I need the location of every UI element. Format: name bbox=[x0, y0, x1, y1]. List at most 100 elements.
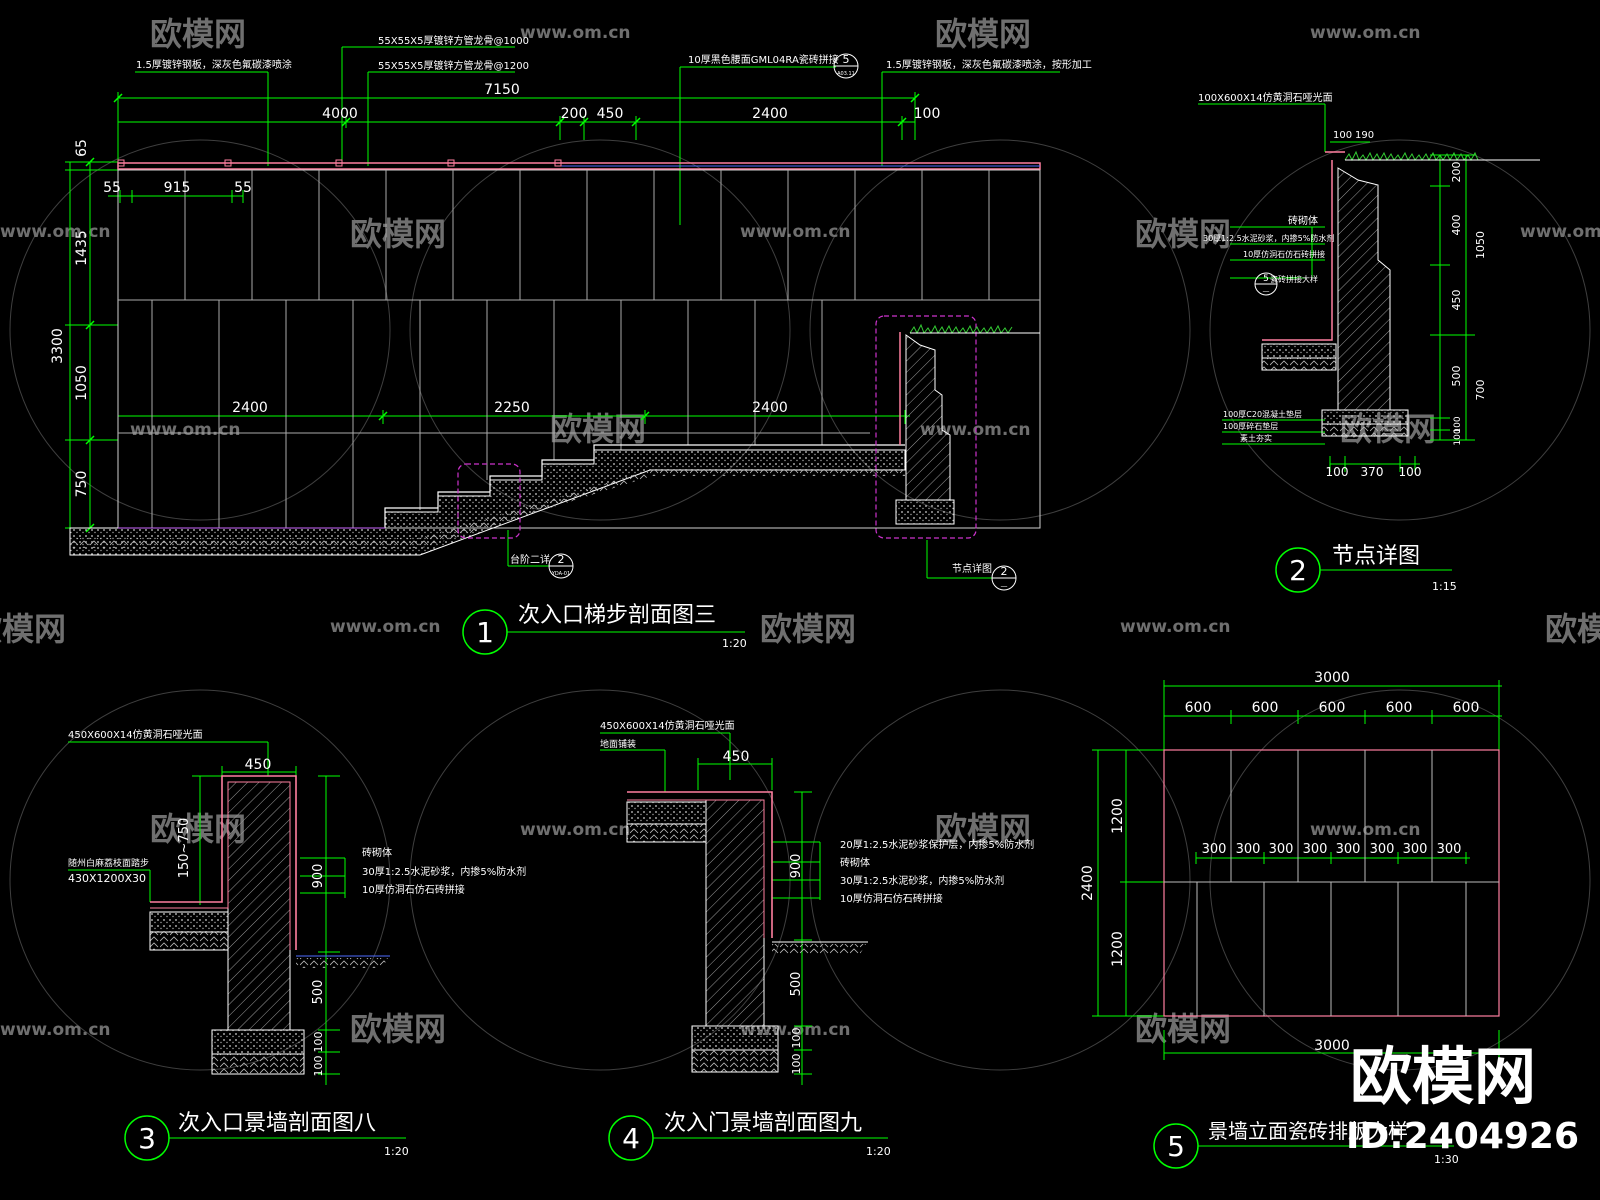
drawing-5-tile-elevation: 3000 600 600 600 600 600 300 300 300 300… bbox=[1080, 670, 1502, 1169]
watermark-brand: 欧模网 bbox=[350, 215, 446, 253]
watermark-brand: 欧模网 bbox=[350, 1010, 446, 1048]
drawing5-labels: 3000 600 600 600 600 600 300 300 300 300… bbox=[1080, 670, 1479, 1054]
dim-2250: 2250 bbox=[494, 400, 530, 416]
callout-5-sheet: A03.11 bbox=[837, 71, 855, 77]
dim-2400b: 2400 bbox=[752, 400, 788, 416]
dim-65: 65 bbox=[74, 139, 90, 157]
drawing3-scale: 1:20 bbox=[384, 1145, 409, 1158]
dim-1200a: 1200 bbox=[1110, 798, 1126, 834]
drawing2-title: 2 节点详图 1:15 bbox=[1275, 544, 1457, 593]
watermark-urls: www.om.cn www.om.cn www.om.cn www.om.cn … bbox=[0, 23, 1600, 1040]
note-gravel: 100厚碎石垫层 bbox=[1223, 421, 1278, 431]
drawing4-section bbox=[626, 791, 868, 1073]
drawing4-number: 4 bbox=[622, 1122, 640, 1155]
dim-300-6: 300 bbox=[1370, 842, 1395, 857]
note-mortar: 30厚1:2.5水泥砂浆，内掺5%防水剂 bbox=[1203, 233, 1334, 243]
callout-2b-sheet: — bbox=[1001, 582, 1008, 590]
dim-1050: 1050 bbox=[1474, 231, 1487, 259]
drawing4-top-note: 450X600X14仿黄洞石哑光面 bbox=[600, 719, 735, 732]
dim-2400a: 2400 bbox=[232, 400, 268, 416]
drawing5-tile-grid bbox=[1163, 749, 1500, 1017]
watermark-url: www.om.cn bbox=[0, 1020, 111, 1040]
dim-100a: 100 bbox=[1326, 465, 1349, 479]
drawing2-number: 2 bbox=[1289, 554, 1307, 587]
note-soil: 素土夯实 bbox=[1240, 433, 1272, 443]
watermark-brand: 欧模网 bbox=[1545, 610, 1600, 648]
dim-100d: 100 bbox=[1453, 428, 1463, 445]
dim-3000-top: 3000 bbox=[1314, 670, 1350, 686]
dim-100b: 100 bbox=[790, 1054, 803, 1075]
dim-100c: 100 bbox=[1453, 416, 1463, 433]
dim-500: 500 bbox=[789, 972, 804, 997]
dim-500: 500 bbox=[311, 980, 326, 1005]
note-stone-tile: 10厚仿洞石仿石砖拼接 bbox=[840, 892, 943, 905]
drawing3-dimension-lines bbox=[68, 741, 346, 1085]
dim-150-750: 150~750 bbox=[177, 818, 192, 879]
watermark-url: www.om.cn bbox=[130, 420, 241, 440]
drawing3-left-note-2: 430X1200X30 bbox=[68, 872, 146, 885]
drawing1-stair-profile bbox=[69, 444, 906, 556]
dim-700: 700 bbox=[1474, 380, 1487, 401]
dim-4000: 4000 bbox=[322, 106, 358, 122]
dim-1050: 1050 bbox=[74, 365, 90, 401]
dim-370: 370 bbox=[1361, 465, 1384, 479]
callout-2a-sheet: YDA-01 bbox=[551, 571, 570, 577]
dim-500: 500 bbox=[1450, 366, 1463, 387]
drawing1-title-text: 次入口梯步剖面图三 bbox=[518, 603, 716, 628]
drawing1-dim-labels: 7150 4000 200 450 2400 100 55 915 55 240… bbox=[50, 82, 940, 497]
drawing2-callout-top: 5 bbox=[1263, 274, 1269, 284]
dim-100b: 100 bbox=[312, 1056, 325, 1077]
drawing4-title: 4 次入门景墙剖面图九 1:20 bbox=[608, 1111, 891, 1161]
dim-600-4: 600 bbox=[1386, 700, 1413, 716]
drawing4-title-text: 次入门景墙剖面图九 bbox=[664, 1111, 862, 1136]
drawing2-labels: 100X600X14仿黄洞石哑光面 100 190 砖砌体 30厚1:2.5水泥… bbox=[1198, 91, 1487, 479]
dim-300-3: 300 bbox=[1269, 842, 1294, 857]
dim-100b: 100 bbox=[1399, 465, 1422, 479]
dim-450: 450 bbox=[597, 106, 624, 122]
watermark-brand: 欧模网 bbox=[1135, 215, 1231, 253]
note-brick: 砖砌体 bbox=[362, 846, 392, 859]
dim-300-8: 300 bbox=[1437, 842, 1462, 857]
drawing-2-node-detail: 100X600X14仿黄洞石哑光面 100 190 砖砌体 30厚1:2.5水泥… bbox=[1198, 91, 1540, 593]
drawing3-top-note: 450X600X14仿黄洞石哑光面 bbox=[68, 728, 203, 741]
dim-3300: 3300 bbox=[50, 328, 66, 364]
dim-100: 100 bbox=[1333, 130, 1352, 141]
watermark-url: www.om.cn bbox=[520, 820, 631, 840]
note-mortar: 30厚1:2.5水泥砂浆，内掺5%防水剂 bbox=[840, 874, 1004, 887]
drawing4-labels: 450X600X14仿黄洞石哑光面 地面铺装 450 900 500 100 1… bbox=[600, 719, 1034, 1075]
drawing5-title: 5 景墙立面瓷砖排版大样 1:30 bbox=[1153, 1119, 1459, 1169]
drawing3-title: 3 次入口景墙剖面图八 1:20 bbox=[124, 1111, 409, 1161]
drawing2-scale: 1:15 bbox=[1432, 580, 1457, 593]
watermark-circles bbox=[9, 139, 1591, 1071]
drawing2-callout-bottom: — bbox=[1263, 287, 1270, 295]
dim-300-2: 300 bbox=[1236, 842, 1261, 857]
drawing1-retaining-wall bbox=[875, 315, 1040, 539]
watermark-id: ID:2404926 bbox=[1346, 1116, 1579, 1157]
dim-total: 7150 bbox=[484, 82, 520, 98]
dim-1200b: 1200 bbox=[1110, 931, 1126, 967]
callout-2b: 2 bbox=[1001, 565, 1008, 578]
drawing3-number: 3 bbox=[138, 1122, 156, 1155]
dim-450: 450 bbox=[245, 757, 272, 773]
dim-750: 750 bbox=[74, 471, 90, 498]
watermark-url: www.om.cn bbox=[1120, 617, 1231, 637]
note-tile-detail: 瓷砖拼接大样 bbox=[1270, 274, 1318, 284]
dim-3000-bottom: 3000 bbox=[1314, 1038, 1350, 1054]
drawing1-wall-panels bbox=[117, 159, 1041, 529]
drawing5-dimension-lines bbox=[1092, 680, 1502, 1060]
note-brick: 砖砌体 bbox=[840, 856, 870, 869]
watermark-url: www.om.cn bbox=[0, 222, 111, 242]
watermark-url: www.om.cn bbox=[520, 23, 631, 43]
drawing5-scale: 1:30 bbox=[1434, 1153, 1459, 1166]
note-concrete: 100厚C20混凝土垫层 bbox=[1223, 409, 1302, 419]
dim-600-5: 600 bbox=[1453, 700, 1480, 716]
dim-1435: 1435 bbox=[74, 230, 90, 266]
drawing3-left-note-1: 随州白麻荔枝面踏步 bbox=[68, 857, 149, 869]
callout-2a: 2 bbox=[558, 553, 565, 566]
dim-915: 915 bbox=[164, 180, 191, 196]
note-node: 节点详图 bbox=[952, 562, 992, 575]
note-mortar: 30厚1:2.5水泥砂浆，内掺5%防水剂 bbox=[362, 865, 526, 878]
dim-2400: 2400 bbox=[752, 106, 788, 122]
